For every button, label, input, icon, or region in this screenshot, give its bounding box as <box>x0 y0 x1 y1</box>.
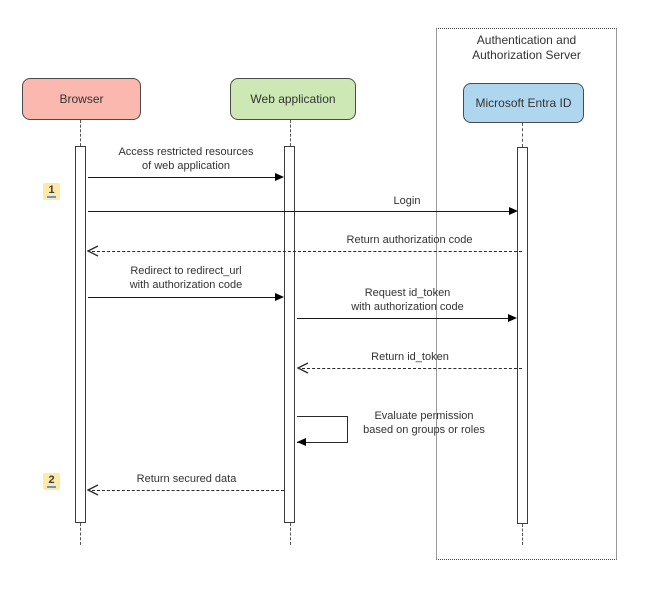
message-line <box>297 318 509 319</box>
arrowhead-open-left-icon <box>87 484 99 496</box>
auth-server-frame-label: Authentication and Authorization Server <box>472 33 581 62</box>
self-message-loop <box>297 416 348 443</box>
message-line <box>92 490 284 491</box>
auth-server-frame: Authentication and Authorization Server <box>436 28 617 560</box>
webapp-lifeline-tail <box>290 523 291 545</box>
actor-microsoft-entra-id[interactable]: Microsoft Entra ID <box>463 83 584 123</box>
arrowhead-left-icon <box>297 438 306 446</box>
webapp-lifeline <box>290 120 291 146</box>
actor-microsoft-entra-id-label: Microsoft Entra ID <box>475 96 572 110</box>
browser-lifeline <box>80 120 81 146</box>
step-badge-2-number: 2 <box>47 474 56 488</box>
entra-lifeline-tail <box>522 524 523 545</box>
message-label: Redirect to redirect_url with authorizat… <box>129 265 243 291</box>
browser-activation-bar <box>75 146 86 523</box>
step-badge-2[interactable]: 2 <box>43 473 60 490</box>
message-label: Return secured data <box>136 473 237 485</box>
step-badge-1[interactable]: 1 <box>43 183 60 200</box>
webapp-activation-bar <box>284 146 295 523</box>
browser-lifeline-tail <box>80 523 81 545</box>
actor-web-application[interactable]: Web application <box>230 78 356 120</box>
actor-browser[interactable]: Browser <box>22 78 141 120</box>
message-label: Login <box>393 195 421 207</box>
message-label: Return id_token <box>371 351 449 363</box>
arrowhead-open-left-icon <box>297 362 309 374</box>
arrowhead-right-icon <box>275 293 284 301</box>
message-line <box>302 368 522 369</box>
arrowhead-right-icon <box>508 314 517 322</box>
message-label: Request id_token with authorization code <box>351 287 464 313</box>
actor-web-application-label: Web application <box>250 92 336 106</box>
message-label: Access restricted resources of web appli… <box>118 146 254 172</box>
message-line <box>92 251 522 252</box>
message-line <box>88 211 510 212</box>
arrowhead-right-icon <box>509 207 518 215</box>
entra-lifeline <box>522 123 523 147</box>
message-line <box>88 297 276 298</box>
message-label: Evaluate permission based on groups or r… <box>363 410 485 436</box>
step-badge-1-number: 1 <box>47 184 56 198</box>
message-line <box>88 177 276 178</box>
entra-activation-bar <box>517 147 528 524</box>
arrowhead-open-left-icon <box>87 245 99 257</box>
message-label: Return authorization code <box>346 234 473 246</box>
arrowhead-right-icon <box>275 173 284 181</box>
actor-browser-label: Browser <box>59 92 104 106</box>
